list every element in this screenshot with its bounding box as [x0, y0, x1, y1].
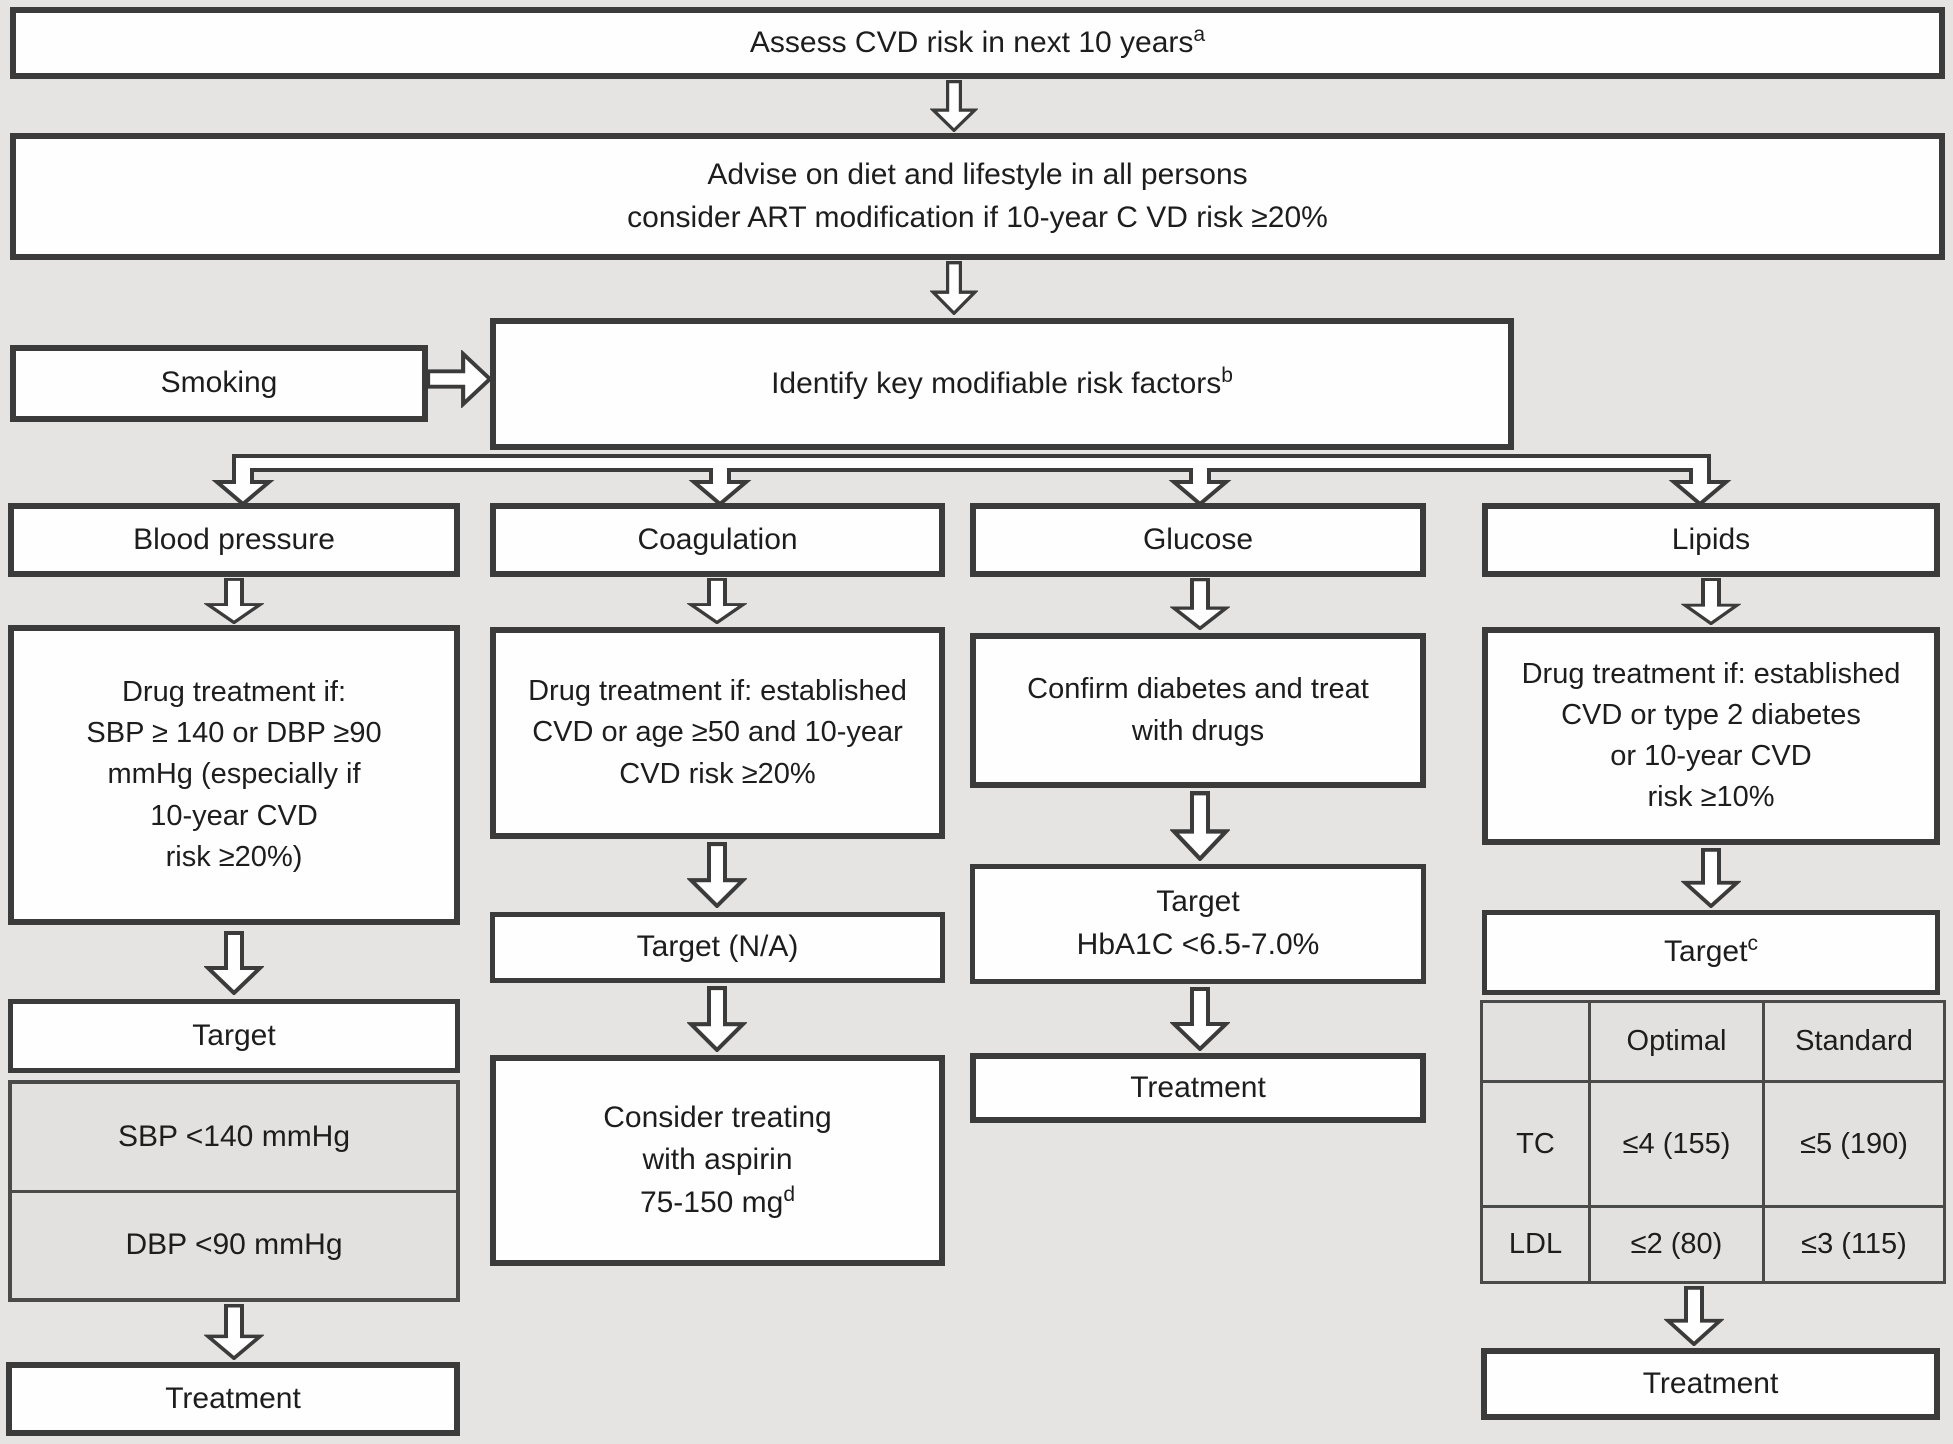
lipids-table-header-standard: Standard — [1762, 1000, 1946, 1083]
lipids-criteria-line: or 10-year CVD — [1610, 740, 1812, 772]
glucose-target-line: Target — [1156, 885, 1240, 919]
footnote-d: d — [783, 1182, 796, 1206]
glucose-treatment-label: Treatment — [1130, 1070, 1266, 1104]
coag-aspirin-line: 75-150 mgd — [639, 1182, 796, 1219]
glucose-criteria-line: Confirm diabetes and treat — [1027, 673, 1369, 706]
glucose-target-box: Target HbA1C <6.5-7.0% — [970, 864, 1426, 984]
lipids-tc-standard: ≤5 (190) — [1762, 1080, 1946, 1208]
bp-target-box: Target — [8, 999, 460, 1073]
advise-box: Advise on diet and lifestyle in all pers… — [10, 133, 1945, 260]
smoking-label: Smoking — [160, 366, 278, 400]
bp-criteria-line: 10-year CVD — [150, 799, 318, 832]
glucose-treatment-box: Treatment — [970, 1053, 1426, 1123]
footnote-a: a — [1193, 22, 1206, 46]
coag-target-label: Target (N/A) — [636, 930, 799, 964]
down-arrow-bp-2 — [204, 931, 264, 995]
identify-risk-factors-box: Identify key modifiable risk factorsb — [490, 318, 1514, 450]
footnote-b: b — [1221, 363, 1233, 387]
lipids-criteria-line: risk ≥10% — [1647, 781, 1775, 814]
lipids-table-row-tc: TC ≤4 (155) ≤5 (190) — [1480, 1080, 1946, 1208]
down-arrow-glucose-1 — [1170, 578, 1230, 630]
lipids-table-header-optimal: Optimal — [1588, 1000, 1765, 1083]
header-lipids: Lipids — [1482, 503, 1940, 577]
header-coagulation: Coagulation — [490, 503, 945, 577]
header-glucose-label: Glucose — [1142, 522, 1254, 556]
header-blood-pressure: Blood pressure — [8, 503, 460, 577]
lipids-criteria-line: Drug treatment if: established — [1521, 657, 1901, 690]
coag-criteria-line: CVD or age ≥50 and 10-year — [532, 716, 903, 749]
bp-sbp-target: SBP <140 mmHg — [117, 1119, 351, 1153]
footnote-c: c — [1747, 932, 1758, 956]
down-arrow-lipids-2 — [1681, 848, 1741, 908]
lipids-treatment-label: Treatment — [1642, 1366, 1779, 1400]
bp-target-values: SBP <140 mmHg DBP <90 mmHg — [8, 1080, 460, 1302]
coag-criteria-line: CVD risk ≥20% — [619, 757, 816, 790]
advise-line2: consider ART modification if 10-year C V… — [627, 200, 1328, 234]
glucose-criteria-line: with drugs — [1131, 714, 1265, 747]
lipids-tc-optimal: ≤4 (155) — [1588, 1080, 1765, 1208]
lipids-ldl-optimal: ≤2 (80) — [1588, 1205, 1765, 1284]
down-arrow-assess-to-advise — [930, 80, 978, 132]
header-blood-pressure-label: Blood pressure — [133, 522, 335, 556]
lipids-table-corner-cell — [1480, 1000, 1591, 1083]
down-arrow-glucose-3 — [1170, 987, 1230, 1051]
lipids-tc-label: TC — [1480, 1080, 1591, 1208]
down-arrow-coag-3 — [687, 986, 747, 1052]
assess-risk-box: Assess CVD risk in next 10 yearsa — [10, 7, 1945, 79]
bp-dbp-target: DBP <90 mmHg — [12, 1189, 456, 1299]
lipids-treatment-box: Treatment — [1481, 1348, 1940, 1420]
bp-criteria-line: risk ≥20%) — [165, 840, 303, 873]
down-arrow-bp-1 — [204, 578, 264, 624]
down-arrow-advise-to-identify — [930, 261, 978, 315]
down-arrow-glucose-2 — [1170, 791, 1230, 861]
header-lipids-label: Lipids — [1671, 522, 1751, 556]
branch-connector — [211, 454, 1732, 507]
down-arrow-coag-2 — [687, 842, 747, 908]
assess-risk-text: Assess CVD risk in next 10 yearsa — [749, 22, 1206, 59]
coag-criteria-line: Drug treatment if: established — [528, 675, 907, 708]
lipids-ldl-standard: ≤3 (115) — [1762, 1205, 1946, 1284]
bp-treatment-box: Treatment — [6, 1362, 460, 1436]
bp-criteria-box: Drug treatment if: SBP ≥ 140 or DBP ≥90 … — [8, 625, 460, 925]
coag-aspirin-box: Consider treating with aspirin 75-150 mg… — [490, 1055, 945, 1266]
header-coagulation-label: Coagulation — [637, 522, 798, 556]
bp-criteria-line: SBP ≥ 140 or DBP ≥90 — [86, 717, 382, 750]
advise-line1: Advise on diet and lifestyle in all pers… — [707, 157, 1248, 191]
lipids-criteria-box: Drug treatment if: established CVD or ty… — [1482, 627, 1940, 845]
lipids-target-box: Targetc — [1482, 910, 1940, 995]
bp-treatment-label: Treatment — [165, 1381, 301, 1415]
right-arrow-smoking-to-identify — [426, 350, 492, 408]
identify-risk-factors-text: Identify key modifiable risk factorsb — [771, 363, 1233, 400]
coag-criteria-box: Drug treatment if: established CVD or ag… — [490, 627, 945, 839]
down-arrow-lipids-3 — [1664, 1286, 1724, 1346]
bp-target-label: Target — [192, 1018, 276, 1052]
coag-aspirin-line: with aspirin — [642, 1143, 793, 1177]
coag-aspirin-line: Consider treating — [603, 1100, 832, 1134]
down-arrow-coag-1 — [687, 578, 747, 624]
bp-criteria-line: mmHg (especially if — [107, 758, 361, 791]
lipids-table-header-row: Optimal Standard — [1480, 1000, 1946, 1083]
lipids-target-label: Targetc — [1664, 932, 1758, 969]
lipids-criteria-line: CVD or type 2 diabetes — [1561, 698, 1861, 731]
lipids-target-table: Optimal Standard TC ≤4 (155) ≤5 (190) LD… — [1480, 1000, 1946, 1284]
lipids-ldl-label: LDL — [1480, 1205, 1591, 1284]
glucose-criteria-box: Confirm diabetes and treat with drugs — [970, 633, 1426, 788]
down-arrow-lipids-1 — [1681, 578, 1741, 625]
down-arrow-bp-3 — [204, 1304, 264, 1360]
smoking-box: Smoking — [10, 345, 428, 422]
header-glucose: Glucose — [970, 503, 1426, 577]
lipids-table-row-ldl: LDL ≤2 (80) ≤3 (115) — [1480, 1205, 1946, 1284]
bp-criteria-line: Drug treatment if: — [121, 676, 347, 709]
coag-target-box: Target (N/A) — [490, 912, 945, 983]
glucose-target-line: HbA1C <6.5-7.0% — [1076, 928, 1320, 961]
